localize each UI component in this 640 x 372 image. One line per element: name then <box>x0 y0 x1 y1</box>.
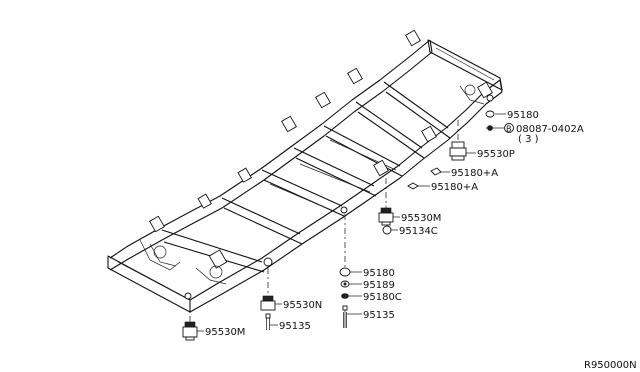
label-95135-right: 95135 <box>363 310 395 321</box>
label-08087-qty: ( 3 ) <box>518 134 539 145</box>
plate-icon <box>407 182 419 190</box>
label-leaders <box>197 113 506 332</box>
label-95530M-right: 95530M <box>401 213 441 224</box>
mount-axis-lines <box>189 120 459 322</box>
part-labels: 95180 B 08087-0402A ( 3 ) 95530P 95180+A… <box>205 110 637 371</box>
cap-icon <box>382 225 392 235</box>
label-95530M-left: 95530M <box>205 327 245 338</box>
label-95180C: 95180C <box>363 292 402 303</box>
mount-95530P-icon <box>449 141 467 161</box>
label-08087-0402A: 08087-0402A <box>516 124 584 135</box>
mount-95530M-icon <box>182 321 198 341</box>
label-95180-mid: 95180 <box>363 268 395 279</box>
label-95180A-1: 95180+A <box>451 168 498 179</box>
label-95189: 95189 <box>363 280 395 291</box>
mount-95530N-icon <box>260 295 276 311</box>
label-95180A-2: 95180+A <box>431 182 478 193</box>
washer-icon <box>341 293 349 299</box>
bolt-type-letter: B <box>506 125 512 134</box>
label-95134C: 95134C <box>399 226 438 237</box>
label-95530P: 95530P <box>477 149 515 160</box>
label-95180-top: 95180 <box>507 110 539 121</box>
bolt-type-circle-icon <box>504 123 514 133</box>
washer-icon <box>485 110 495 118</box>
label-95530N: 95530N <box>283 300 322 311</box>
label-95135-left: 95135 <box>279 321 311 332</box>
diagram-reference-code: R950000N <box>584 360 637 371</box>
mount-95530M-icon <box>378 207 394 226</box>
plate-icon <box>430 167 442 176</box>
bolt-95135-icon <box>342 305 348 328</box>
bolt-95135-icon <box>265 313 271 330</box>
washer-icon <box>339 267 351 277</box>
part-icons <box>182 110 495 341</box>
chassis-frame <box>107 29 503 313</box>
